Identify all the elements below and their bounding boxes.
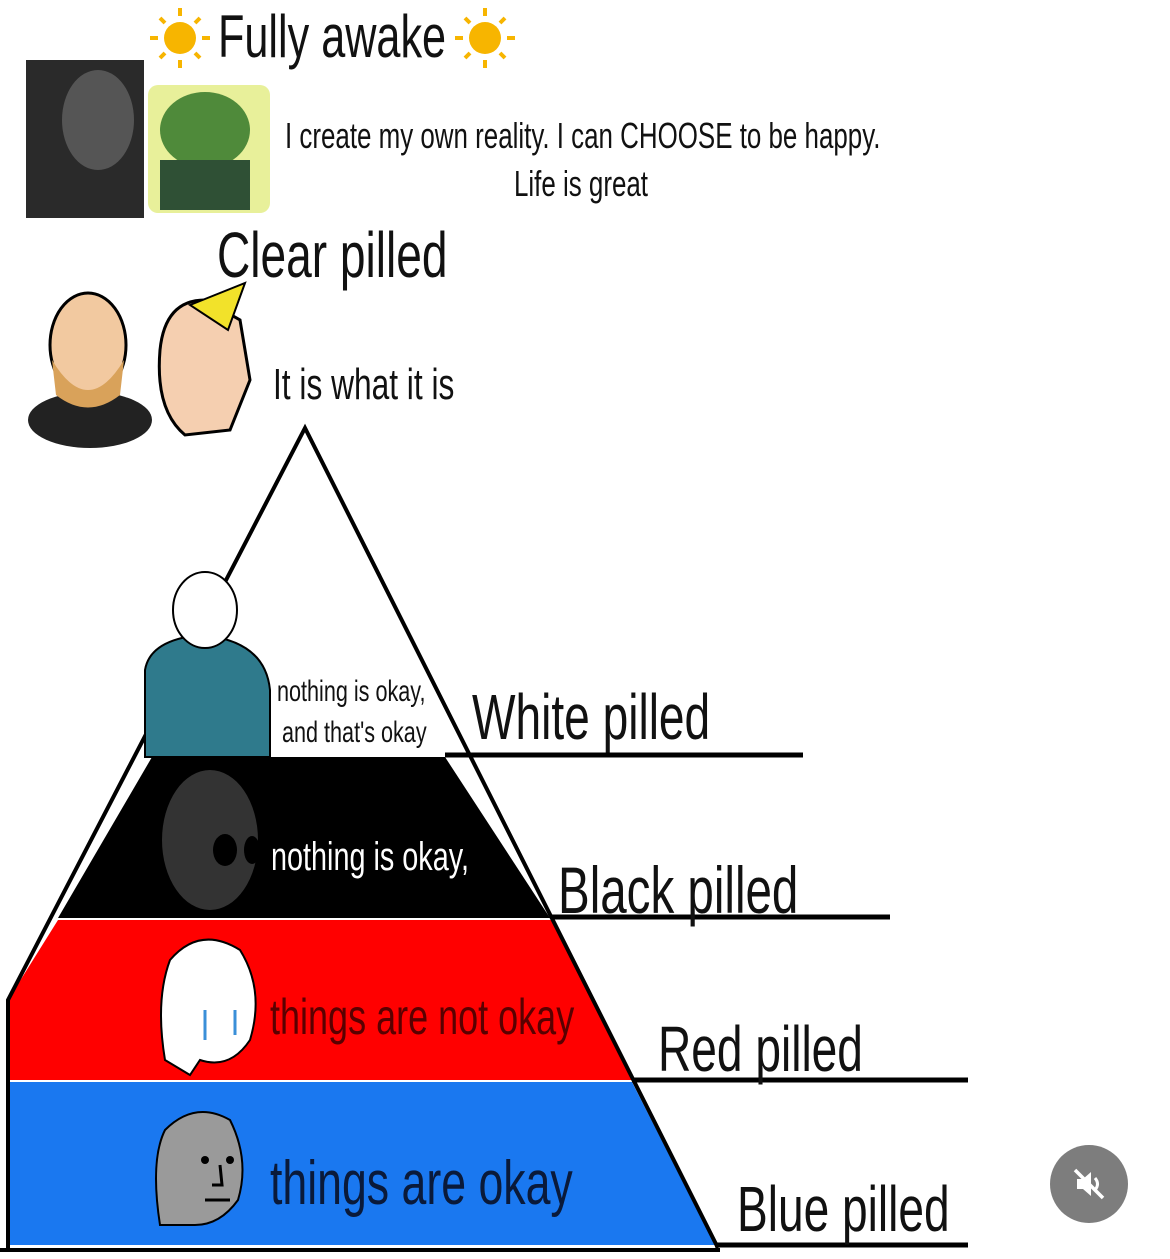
fully-awake-quote-2: Life is great [514,163,648,204]
mute-button[interactable] [1050,1145,1128,1223]
sun-icon [150,8,210,68]
fully-awake-title: Fully awake [218,3,447,70]
nordic-chad-image [28,291,152,448]
red-pilled-label: Red pilled [658,1013,863,1085]
red-quote: things are not okay [270,989,575,1045]
doomer-mask-image [162,770,260,910]
blue-pilled-label: Blue pilled [737,1173,950,1245]
white-quote-1: nothing is okay, [277,675,426,708]
pepe-image [148,85,270,213]
white-quote-2: and that's okay [282,716,427,749]
gigachad-image [26,60,144,218]
white-pilled-label: White pilled [472,681,711,753]
blue-quote: things are okay [270,1149,573,1218]
black-pilled-label: Black pilled [558,853,799,927]
fully-awake-quote-1: I create my own reality. I can CHOOSE to… [285,115,881,156]
crying-wojak-image [160,938,257,1077]
speaker-muted-icon [1073,1168,1105,1200]
sun-icon [455,8,515,68]
black-quote: nothing is okay, [271,835,469,879]
clear-pilled-quote: It is what it is [273,360,455,409]
yes-chad-image [157,281,252,437]
hoodie-wojak-image [144,571,271,758]
npc-image [155,1111,244,1226]
clear-pilled-title: Clear pilled [217,219,448,291]
